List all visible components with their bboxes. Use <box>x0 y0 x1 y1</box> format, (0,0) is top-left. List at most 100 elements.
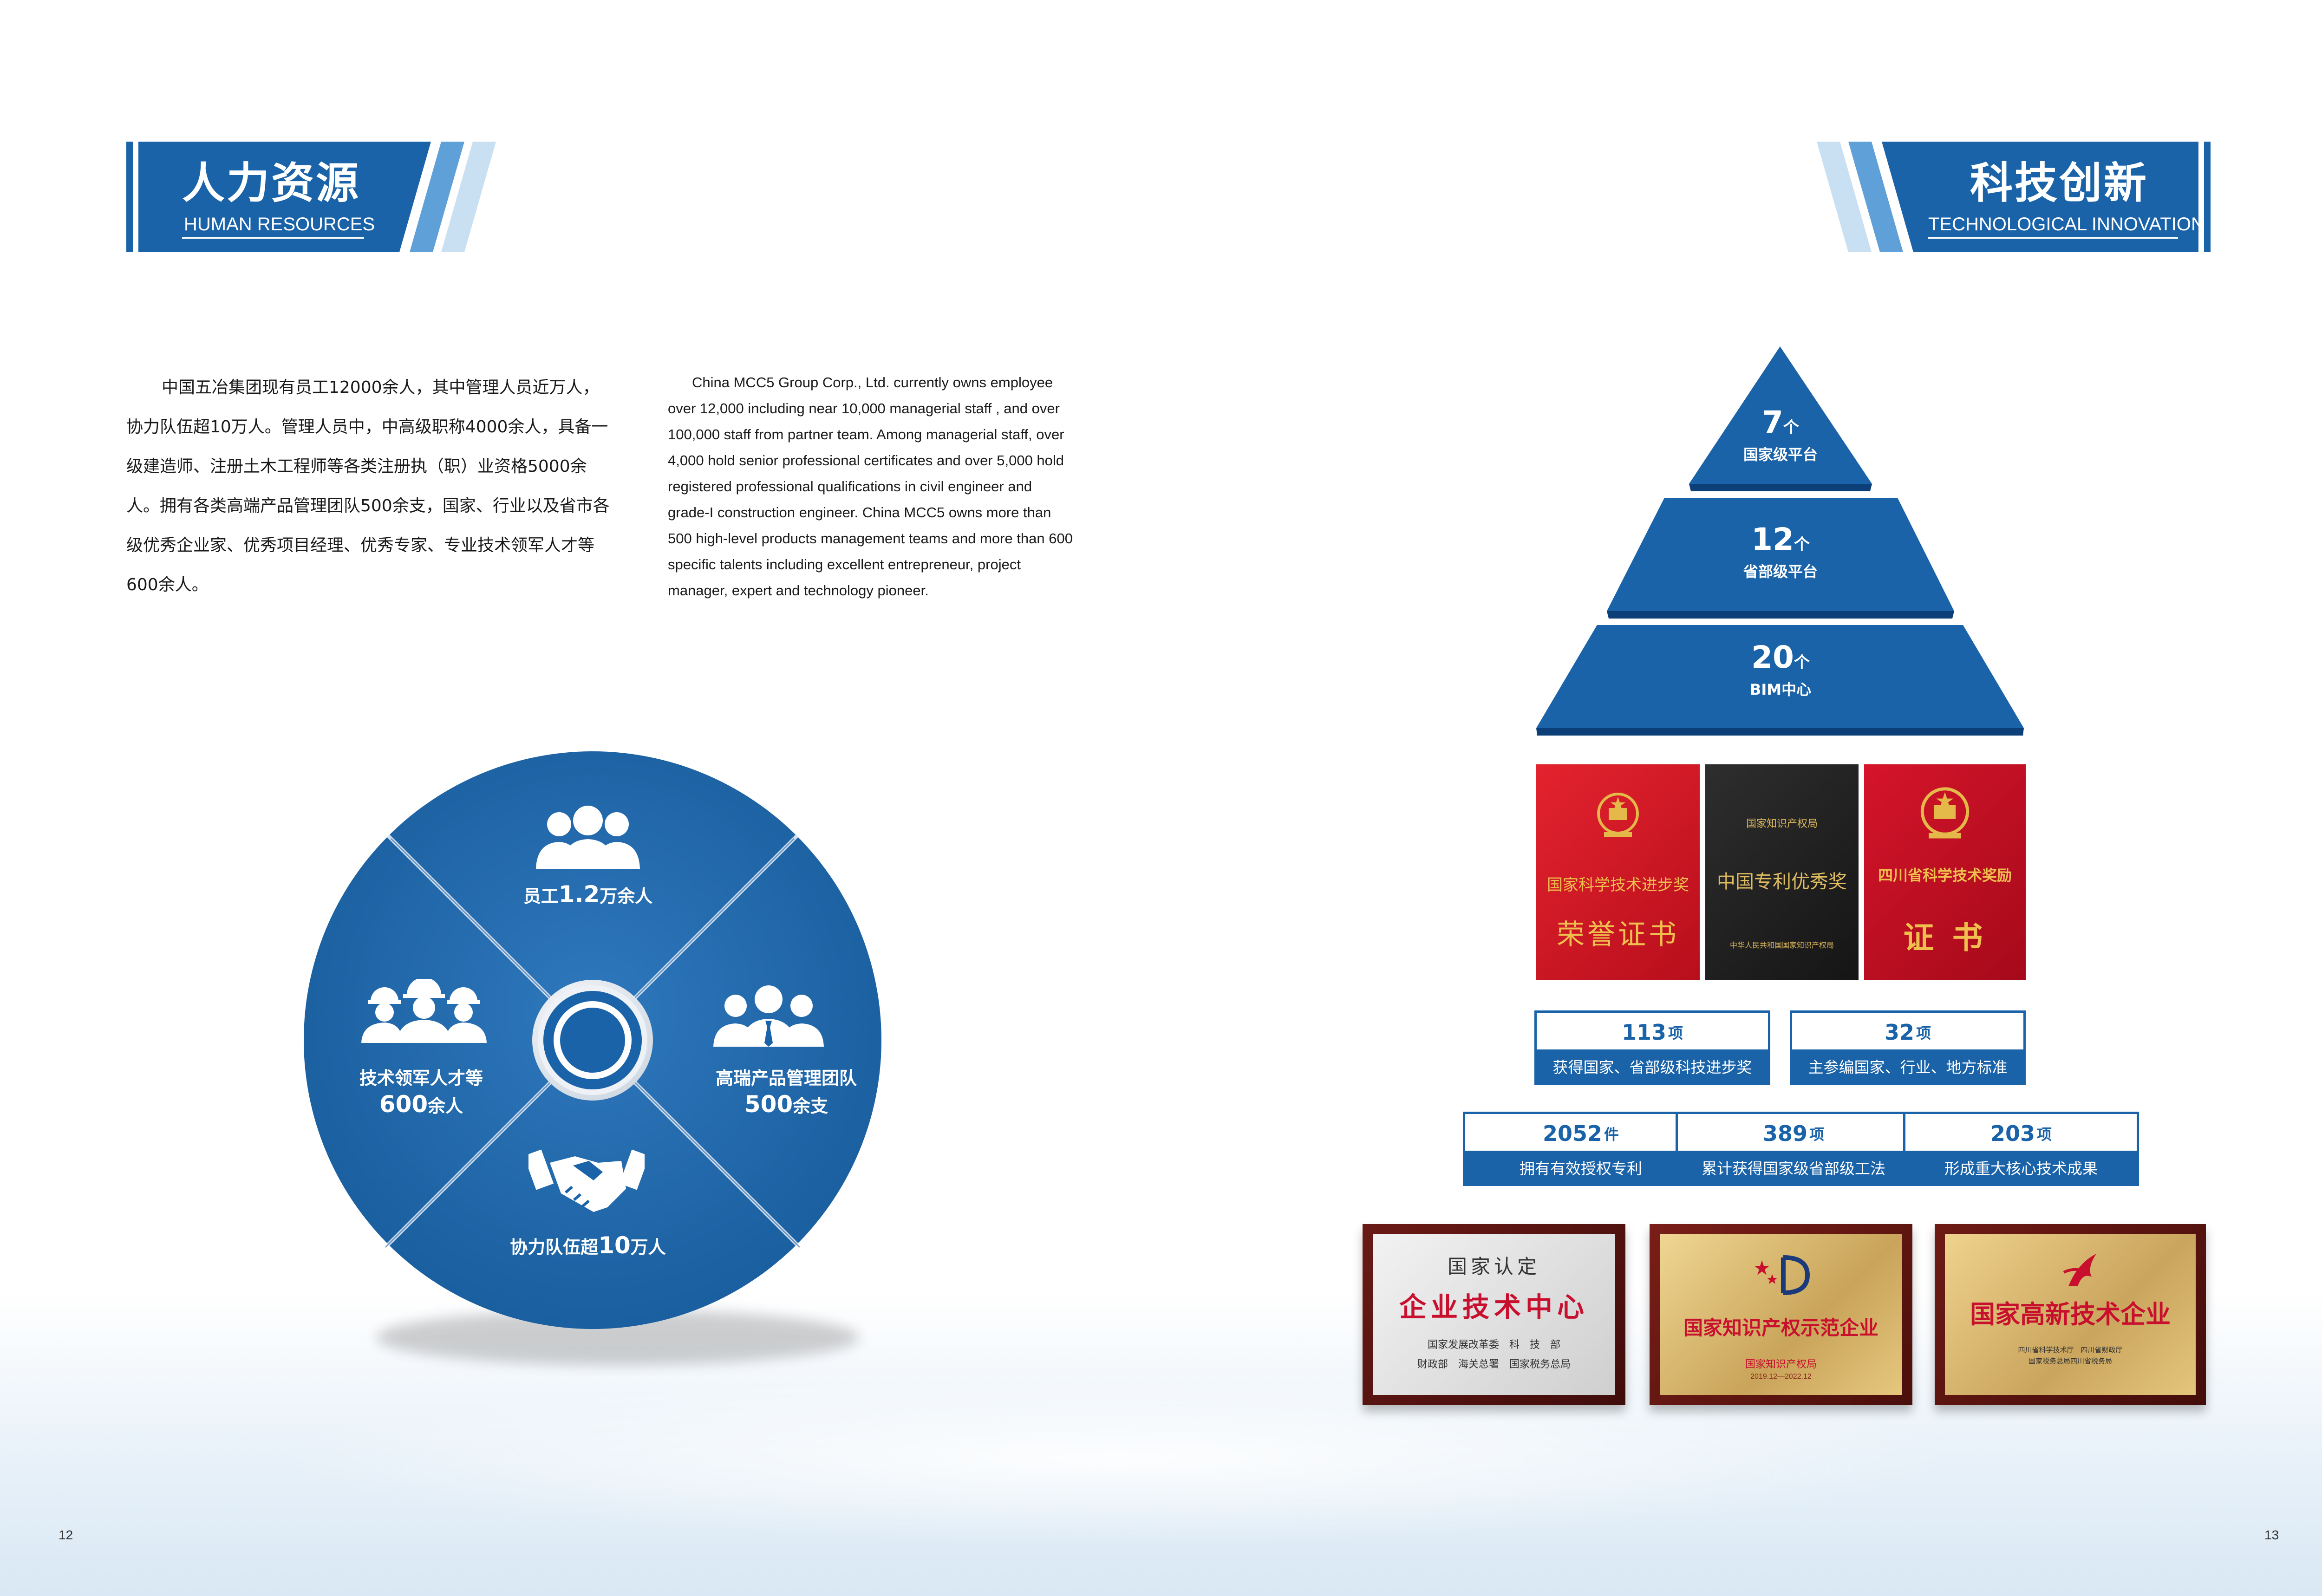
left-line1: 技术领军人才等 <box>359 1068 483 1088</box>
plaque2-line1: 国家知识产权示范企业 <box>1683 1317 1878 1339</box>
page-number-right: 13 <box>2264 1528 2279 1542</box>
tier2-num: 12 <box>1751 521 1794 557</box>
banner-underline <box>1928 237 2178 239</box>
pyramid-tier-1: 7个 国家级平台 <box>1711 405 1850 464</box>
stat1-label: 获得国家、省部级科技进步奖 <box>1537 1049 1768 1082</box>
tier1-unit: 个 <box>1783 418 1799 437</box>
certificate-sichuan-science: 四川省科学技术奖励 证 书 <box>1864 764 2026 980</box>
plaque-enterprise-tech-center: 国家认定 企业技术中心 国家发展改革委 科 技 部 财政部 海关总署 国家税务总… <box>1363 1224 1625 1405</box>
plaque1-line1: 国家认定 <box>1447 1255 1540 1278</box>
background-glow <box>0 1384 2322 1596</box>
pyramid-tier-3: 20个 BIM中心 <box>1711 640 1850 699</box>
certificate-national-science: 国家科学技术进步奖 荣誉证书 <box>1536 764 1700 980</box>
plaque3-line3: 国家税务总局四川省税务局 <box>2028 1357 2112 1365</box>
plaque-ip-demo-enterprise: 国家知识产权示范企业 国家知识产权局 2019.12—2022.12 <box>1650 1224 1912 1405</box>
national-emblem-icon <box>1920 787 1970 839</box>
top-num: 1.2 <box>558 881 600 908</box>
business-team-icon <box>713 985 824 1047</box>
plaque3-line1: 国家高新技术企业 <box>1970 1301 2171 1329</box>
stat3-label: 拥有有效授权专利 <box>1465 1151 1696 1184</box>
cert2-header: 国家知识产权局 <box>1746 818 1818 830</box>
stat1-unit: 项 <box>1668 1024 1683 1042</box>
tier3-unit: 个 <box>1794 653 1810 672</box>
tier2-unit: 个 <box>1794 535 1810 554</box>
banner-shape <box>1817 142 2211 252</box>
stat4-unit: 项 <box>1809 1126 1825 1143</box>
plaque1-line3: 国家发展改革委 科 技 部 <box>1427 1339 1560 1351</box>
people-group-icon <box>536 806 640 869</box>
segment-left-label: 技术领军人才等 600余人 <box>312 1065 530 1119</box>
segment-bottom-label: 协力队伍超10万人 <box>472 1232 704 1260</box>
plaque2-line2: 国家知识产权局 <box>1745 1359 1817 1370</box>
cn-intro-paragraph: 中国五冶集团现有员工12000余人，其中管理人员近万人，协力队伍超10万人。管理… <box>126 368 614 605</box>
tier3-num: 20 <box>1751 639 1794 675</box>
banner-human-resources: 人力资源 HUMAN RESOURCES <box>126 142 498 252</box>
workers-helmet-icon <box>361 979 487 1043</box>
pyramid-tier-2: 12个 省部级平台 <box>1711 522 1850 581</box>
bottom-pre: 协力队伍超 <box>510 1237 599 1257</box>
stat3-unit: 件 <box>1604 1126 1619 1143</box>
plaque3-line2: 四川省科学技术厅 四川省财政厅 <box>2018 1346 2123 1354</box>
left-num: 600 <box>379 1091 428 1118</box>
cn-paragraph-text: 中国五冶集团现有员工12000余人，其中管理人员近万人，协力队伍超10万人。管理… <box>126 378 610 594</box>
cert1-line2: 荣誉证书 <box>1557 919 1679 951</box>
banner-title: 人力资源 <box>182 160 361 207</box>
stat5-label: 形成重大核心技术成果 <box>1905 1151 2137 1184</box>
high-tech-logo-icon <box>2063 1254 2096 1286</box>
page-number-left: 12 <box>59 1528 73 1542</box>
national-emblem-icon <box>1597 793 1639 837</box>
tier1-num: 7 <box>1762 404 1783 440</box>
top-pre: 员工 <box>523 886 559 906</box>
plaque-high-tech-enterprise: 国家高新技术企业 四川省科学技术厅 四川省财政厅 国家税务总局四川省税务局 <box>1935 1224 2206 1405</box>
tier1-caption: 国家级平台 <box>1743 446 1818 463</box>
tier3-caption: BIM中心 <box>1749 681 1812 698</box>
right-num: 500 <box>744 1091 793 1118</box>
stat4-num: 389 <box>1762 1121 1807 1146</box>
plaque1-line2: 企业技术中心 <box>1399 1291 1589 1323</box>
banner-underline <box>182 237 364 239</box>
banner-shape <box>126 142 496 252</box>
cert3-line2: 证 书 <box>1903 919 1987 956</box>
stat2-label: 主参编国家、行业、地方标准 <box>1792 1049 2023 1082</box>
plaque2-line3: 2019.12—2022.12 <box>1750 1373 1812 1381</box>
stat1-num: 113 <box>1621 1020 1666 1045</box>
en-paragraph-text: China MCC5 Group Corp., Ltd. currently o… <box>668 374 1073 599</box>
banner-subtitle: TECHNOLOGICAL INNOVATION <box>1928 214 2205 235</box>
handshake-icon <box>528 1149 645 1212</box>
cert2-line1: 中国专利优秀奖 <box>1717 871 1847 892</box>
stat5-unit: 项 <box>2037 1126 2052 1143</box>
stat4-label: 累计获得国家级省部级工法 <box>1678 1151 1909 1184</box>
segment-top-label: 员工1.2万余人 <box>481 881 695 909</box>
en-intro-paragraph: China MCC5 Group Corp., Ltd. currently o… <box>668 370 1076 604</box>
tier2-caption: 省部级平台 <box>1743 563 1818 580</box>
top-post: 万余人 <box>600 886 653 906</box>
right-post: 余支 <box>793 1096 828 1116</box>
banner-tech-innovation: 科技创新 TECHNOLOGICAL INNOVATION <box>1817 142 2212 252</box>
cert2-footer: 中华人民共和国国家知识产权局 <box>1729 941 1834 950</box>
segment-right-label: 高瑞产品管理团队 500余支 <box>677 1065 895 1119</box>
stat3-num: 2052 <box>1542 1121 1602 1146</box>
bottom-num: 10 <box>598 1232 631 1259</box>
plaque1-line4: 财政部 海关总署 国家税务总局 <box>1417 1359 1571 1370</box>
stat2-num: 32 <box>1884 1020 1914 1045</box>
bottom-post: 万人 <box>630 1237 666 1257</box>
pyramid-graphic <box>1536 346 2024 736</box>
banner-subtitle: HUMAN RESOURCES <box>184 214 375 235</box>
certificate-patent-award: 国家知识产权局 中国专利优秀奖 中华人民共和国国家知识产权局 <box>1705 764 1859 980</box>
cert3-line1: 四川省科学技术奖励 <box>1878 866 2012 884</box>
cert1-line1: 国家科学技术进步奖 <box>1547 876 1689 894</box>
stat2-unit: 项 <box>1916 1024 1931 1042</box>
stat5-num: 203 <box>1990 1121 2035 1146</box>
right-line1: 高瑞产品管理团队 <box>715 1068 857 1088</box>
left-post: 余人 <box>428 1096 463 1116</box>
circle-graphic <box>304 751 881 1365</box>
banner-title: 科技创新 <box>1970 160 2149 207</box>
hr-circle-infographic: 员工1.2万余人 技术领军人才等 600余人 高瑞产品管理团队 500余支 <box>279 734 929 1384</box>
platform-pyramid: 7个 国家级平台 12个 省部级平台 20个 BIM中心 <box>1533 339 2029 743</box>
ip-office-logo-icon <box>1755 1255 1810 1295</box>
